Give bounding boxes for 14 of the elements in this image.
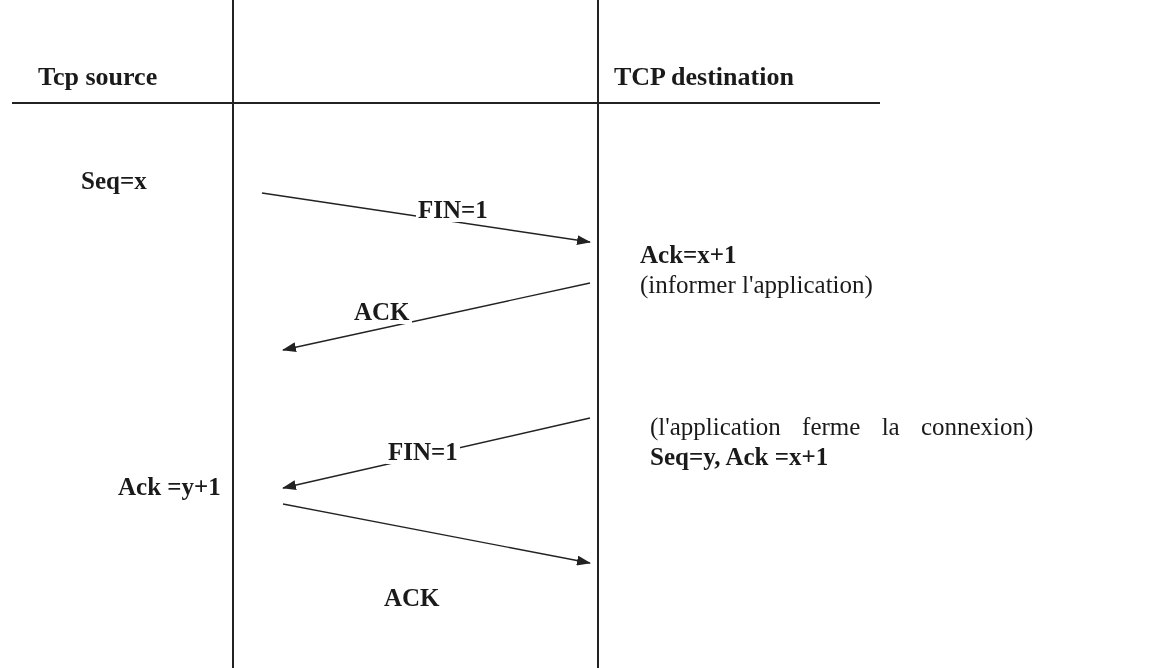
arrow xyxy=(282,503,591,566)
message-note: (informer l'application) xyxy=(640,270,873,300)
edge-label: FIN=1 xyxy=(416,198,490,222)
column-header: Tcp source xyxy=(38,62,158,92)
message-note: Seq=x xyxy=(81,166,147,196)
message-note: Ack =y+1 xyxy=(118,472,221,502)
column-header: TCP destination xyxy=(614,62,794,92)
arrow xyxy=(282,282,591,353)
edge-label: ACK xyxy=(352,300,412,324)
message-note: Seq=y, Ack =x+1 xyxy=(650,442,829,472)
edge-label: FIN=1 xyxy=(386,440,460,464)
message-note: (l'application ferme la connexion) xyxy=(650,412,1034,442)
arrow xyxy=(261,192,591,245)
message-note: Ack=x+1 xyxy=(640,240,737,270)
